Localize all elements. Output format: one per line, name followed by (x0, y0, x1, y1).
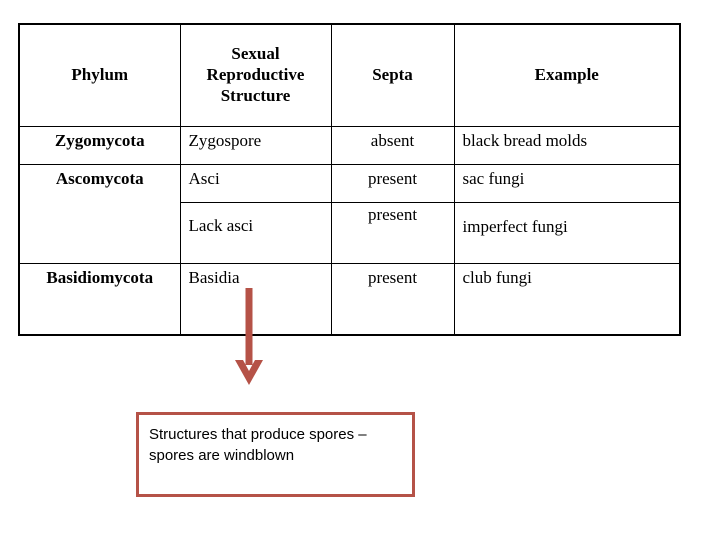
column-header-sexual-reproductive-structure: Sexual Reproductive Structure (179, 23, 332, 127)
callout-text: Structures that produce spores – spores … (149, 426, 367, 465)
table-body: Zygomycota Zygospore absent black bread … (18, 126, 681, 336)
header-row: Phylum Sexual Reproductive Structure Sep… (18, 23, 681, 127)
cell-septa: present (330, 164, 455, 203)
cell-structure: Zygospore (179, 126, 332, 165)
cell-structure: Lack asci (179, 202, 332, 264)
cell-septa: present (330, 263, 455, 336)
column-header-example: Example (453, 23, 681, 127)
fungi-classification-table: Phylum Sexual Reproductive Structure Sep… (18, 23, 681, 336)
cell-phylum: Ascomycota (18, 164, 181, 264)
cell-example: club fungi (453, 263, 681, 336)
callout-box: Structures that produce spores – spores … (136, 412, 415, 497)
cell-example: black bread molds (453, 126, 681, 165)
table-header: Phylum Sexual Reproductive Structure Sep… (18, 23, 681, 127)
cell-septa: absent (330, 126, 455, 165)
table-row: Ascomycota Asci present sac fungi (18, 164, 681, 264)
cell-example: sac fungi (453, 164, 681, 203)
column-header-phylum: Phylum (18, 23, 181, 127)
column-header-septa: Septa (330, 23, 455, 127)
table-row: Lack asci present imperfect fungi (19, 202, 681, 264)
cell-septa: present (330, 202, 455, 264)
table-row: Zygomycota Zygospore absent black bread … (18, 126, 681, 165)
down-arrow-icon (235, 288, 263, 385)
cell-phylum: Zygomycota (18, 126, 181, 165)
table-row: Basidiomycota Basidia present club fungi (18, 263, 681, 336)
cell-structure: Basidia (179, 263, 332, 336)
cell-example: imperfect fungi (453, 202, 681, 264)
cell-phylum: Basidiomycota (18, 263, 181, 336)
cell-structure: Asci (179, 164, 332, 203)
